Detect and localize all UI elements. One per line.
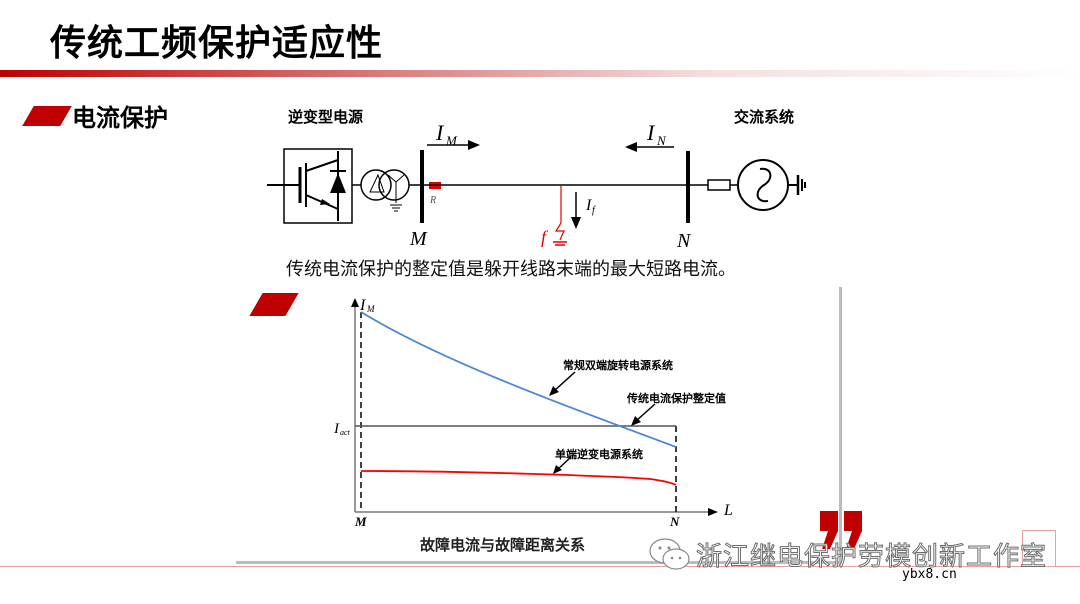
ac-source-icon bbox=[737, 159, 806, 211]
inverter-source-curve bbox=[360, 470, 677, 486]
paragraph-marker-icon bbox=[22, 105, 72, 126]
inverter-icon bbox=[283, 148, 353, 224]
topology-diagram: 逆变型电源 交流系统 bbox=[260, 95, 820, 255]
section-label: 电流保护 bbox=[72, 104, 168, 132]
section-heading: 电流保护 bbox=[22, 98, 168, 133]
svg-text:M: M bbox=[445, 133, 458, 148]
topology-svg: R I M f I f I N bbox=[267, 120, 806, 252]
svg-text:f: f bbox=[541, 227, 549, 247]
iact-label: I bbox=[333, 421, 340, 437]
annotation-inverter-source: 单端逆变电源系统 bbox=[555, 447, 643, 461]
annotation-rotating-source: 常规双端旋转电源系统 bbox=[563, 358, 673, 372]
chart-frame bbox=[236, 287, 842, 565]
fault-icon: f bbox=[541, 185, 567, 247]
svg-text:I: I bbox=[435, 120, 445, 145]
x-tick-n: N bbox=[669, 514, 680, 529]
watermark: 浙江继电保护劳模创新工作室 bbox=[648, 536, 1047, 573]
x-axis-label: L bbox=[723, 502, 733, 519]
bus-m-label: M bbox=[409, 228, 428, 250]
title-divider bbox=[0, 70, 1080, 77]
ac-system-label: 交流系统 bbox=[734, 108, 795, 126]
inverter-source-label: 逆变型电源 bbox=[288, 108, 364, 126]
footer-divider bbox=[0, 566, 1080, 567]
bus-n-label: N bbox=[676, 230, 692, 252]
svg-text:f: f bbox=[592, 205, 596, 216]
rotating-source-curve bbox=[360, 311, 677, 448]
iact-label-sub: act bbox=[340, 428, 351, 437]
quote-mark-icon bbox=[820, 511, 862, 549]
chart-title: 故障电流与故障距离关系 bbox=[420, 536, 586, 554]
fault-current-chart: I M I act L M N 常规双端旋转电源系统 传统电流保护整定值 单端逆… bbox=[333, 297, 733, 529]
transformer-icon bbox=[360, 169, 410, 212]
wechat-icon bbox=[649, 537, 690, 570]
page-title: 传统工频保护适应性 bbox=[50, 23, 384, 64]
svg-text:I: I bbox=[585, 197, 592, 214]
svg-text:I: I bbox=[646, 120, 656, 145]
setting-caption: 传统电流保护的整定值是躲开线路末端的最大短路电流。 bbox=[286, 259, 736, 280]
site-label: ybx8.cn bbox=[902, 567, 957, 582]
chart-frame-bottom bbox=[236, 561, 842, 564]
annotation-setting-value: 传统电流保护整定值 bbox=[626, 391, 726, 405]
y-axis-label-sub: M bbox=[366, 304, 375, 314]
footer-stamp-icon bbox=[1022, 530, 1056, 567]
impedance-icon bbox=[707, 179, 731, 191]
svg-text:N: N bbox=[656, 133, 667, 148]
watermark-text: 浙江继电保护劳模创新工作室 bbox=[695, 542, 1048, 573]
relay-label: R bbox=[429, 195, 436, 206]
x-tick-m: M bbox=[354, 514, 367, 529]
y-axis-label: I bbox=[359, 297, 366, 314]
